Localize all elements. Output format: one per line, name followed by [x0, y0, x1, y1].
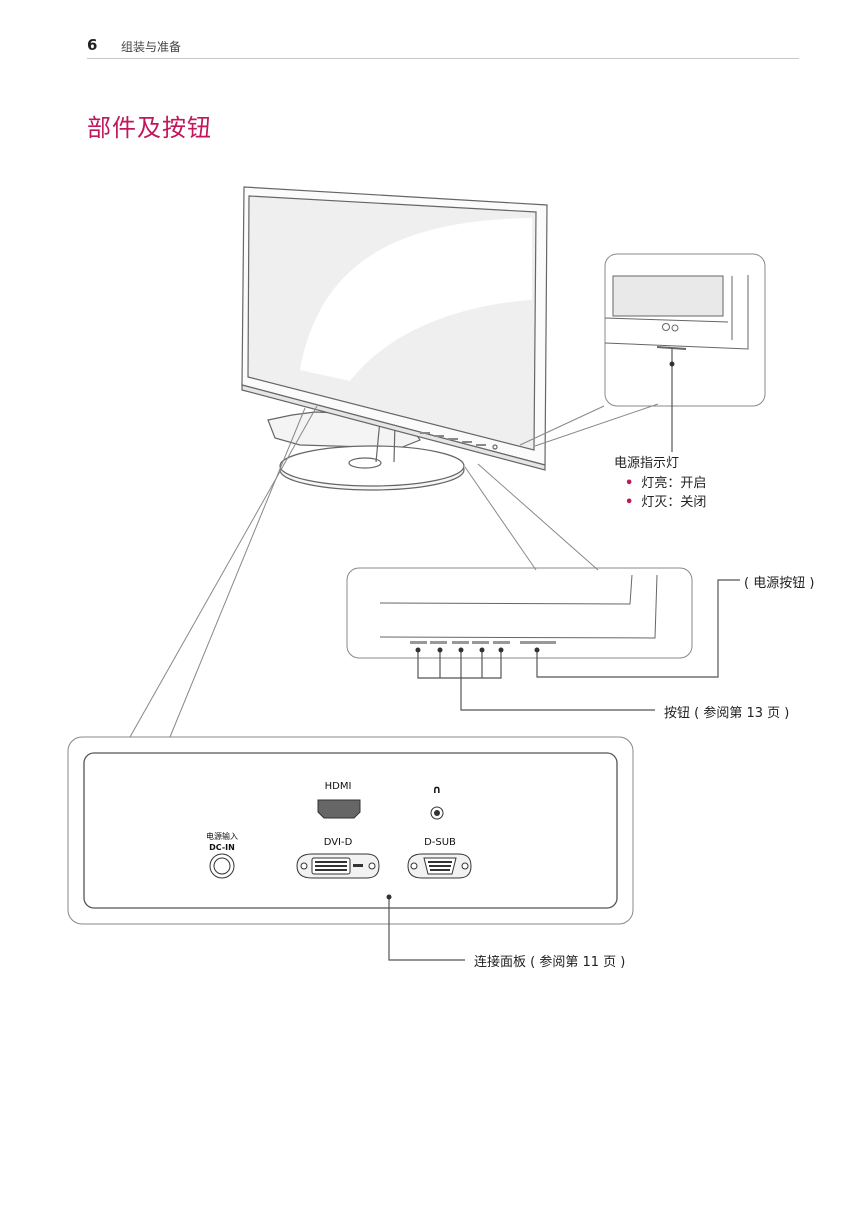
page-header: 6 组装与准备 [87, 34, 799, 59]
power-indicator-label: 电源指示灯 [614, 456, 680, 471]
power-button-label: ( 电源按钮 ) [744, 576, 815, 591]
hdmi-label: HDMI [324, 781, 352, 792]
headphone-icon: ∩ [432, 783, 442, 796]
dvi-label: DVI-D [323, 837, 353, 848]
dc-in-label-top: 电源输入 [206, 832, 238, 841]
dvi-port [296, 853, 380, 879]
headphone-jack [430, 806, 444, 820]
buttons-label: 按钮 ( 参阅第 13 页 ) [664, 706, 790, 721]
section-name: 组装与准备 [121, 40, 182, 54]
page-title: 部件及按钮 [87, 114, 212, 142]
connection-panel-label: 连接面板 ( 参阅第 11 页 ) [474, 955, 626, 970]
hdmi-port [317, 799, 361, 819]
buttons-zoom [346, 463, 693, 659]
dc-in-label-bottom: DC-IN [209, 843, 235, 852]
power-indicator-zoom [519, 253, 766, 447]
power-indicator-item: •灯灭：关闭 [625, 495, 707, 510]
dc-in-port [209, 853, 235, 879]
power-indicator-item: •灯亮：开启 [625, 476, 707, 491]
dsub-label: D-SUB [424, 837, 456, 848]
dsub-port [407, 853, 472, 879]
monitor-illustration [241, 186, 548, 491]
page-number: 6 [87, 36, 98, 54]
connection-panel-zoom [67, 405, 634, 925]
